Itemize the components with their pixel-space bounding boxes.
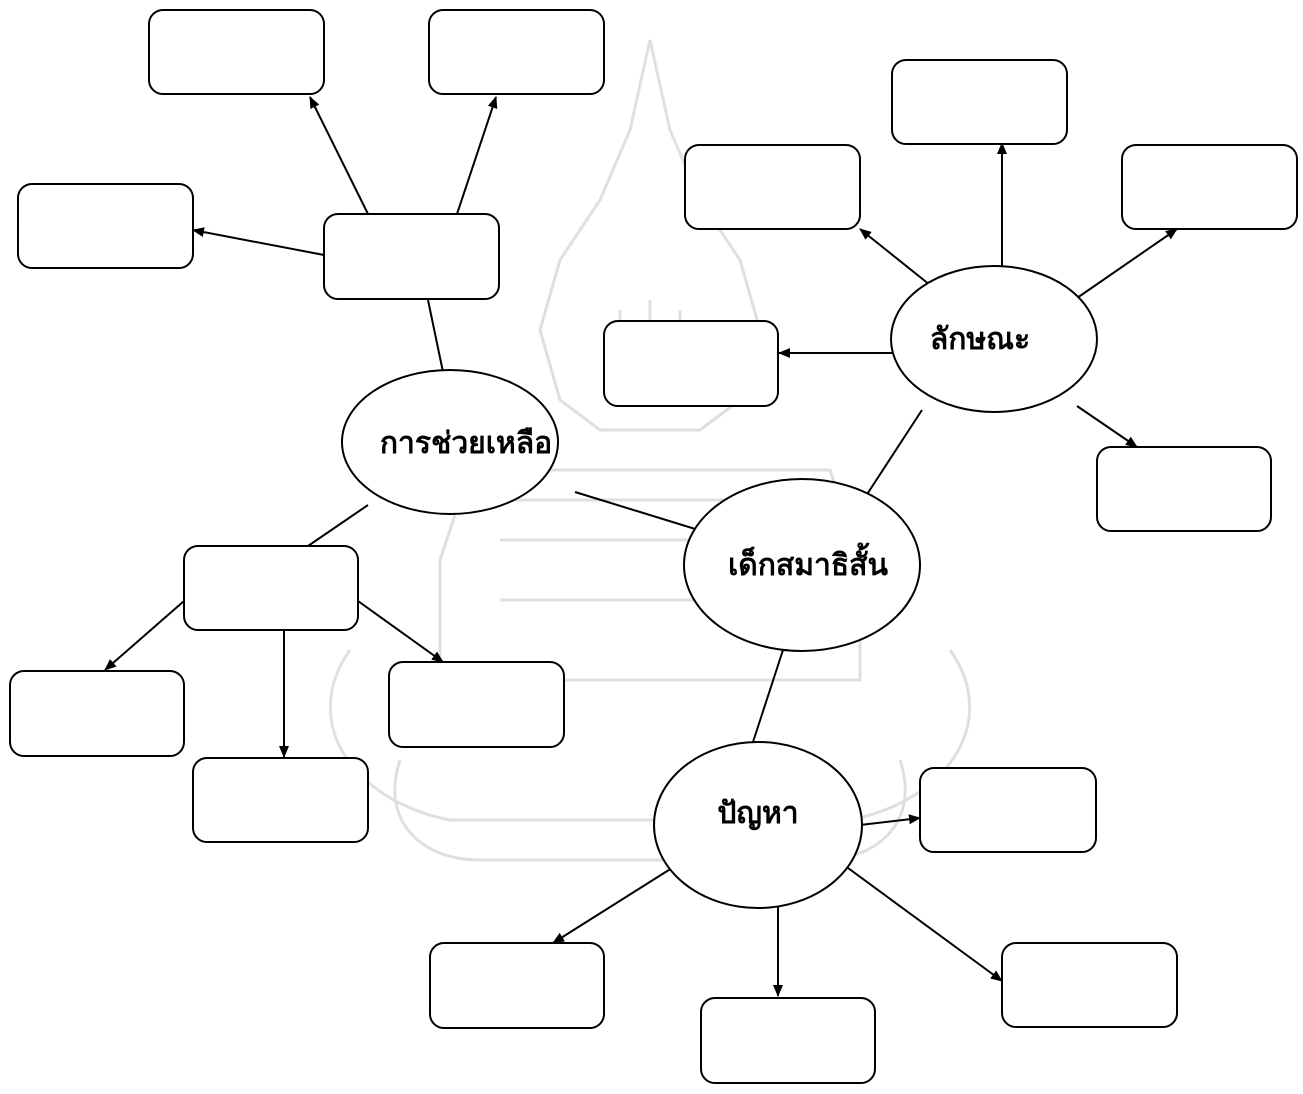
link-center-help bbox=[574, 491, 706, 533]
blank-box-help-left[interactable] bbox=[17, 183, 194, 269]
arrows bbox=[104, 96, 1178, 997]
blank-box-help-lower-hub[interactable] bbox=[183, 545, 359, 631]
blank-box-traits-upper-left[interactable] bbox=[684, 144, 861, 230]
node-problems-ellipse bbox=[653, 741, 863, 909]
arrow-traits-to-lower-right bbox=[1076, 405, 1138, 448]
node-problems-label: ปัญหา bbox=[717, 796, 798, 831]
blank-box-traits-upper-right[interactable] bbox=[1121, 144, 1298, 230]
arrow-lower-hub-to-right bbox=[357, 600, 444, 663]
arrow-upper-hub-to-top-left bbox=[309, 96, 369, 215]
blank-box-traits-lower-right[interactable] bbox=[1096, 446, 1272, 532]
link-help-lower-hub bbox=[307, 504, 369, 547]
arrow-upper-hub-to-top-right bbox=[456, 96, 498, 215]
arrow-problems-to-lower-left bbox=[552, 867, 673, 944]
node-traits-ellipse bbox=[890, 265, 1098, 413]
arrow-upper-hub-to-left bbox=[192, 227, 325, 256]
blank-box-help-top-right[interactable] bbox=[428, 9, 605, 95]
node-center-ellipse bbox=[683, 478, 921, 652]
link-center-problems bbox=[751, 649, 784, 746]
blank-box-traits-top[interactable] bbox=[891, 59, 1068, 145]
arrow-problems-to-right bbox=[859, 814, 921, 826]
blank-box-help-lower-right[interactable] bbox=[388, 661, 565, 748]
arrow-traits-to-upper-right bbox=[1076, 228, 1178, 299]
node-traits-label: ลักษณะ bbox=[930, 322, 1030, 357]
node-help: การช่วยเหลือ bbox=[341, 369, 559, 515]
blank-box-help-upper-hub[interactable] bbox=[323, 213, 500, 300]
blank-box-problems-lower-left[interactable] bbox=[429, 942, 605, 1029]
arrow-problems-to-lower-right bbox=[847, 867, 1003, 982]
connector-lines bbox=[307, 299, 923, 746]
arrow-traits-to-upper-left bbox=[859, 228, 931, 286]
node-center: เด็กสมาธิสั้น bbox=[683, 478, 921, 652]
node-center-label: เด็กสมาธิสั้น bbox=[728, 542, 888, 583]
node-traits: ลักษณะ bbox=[890, 265, 1098, 413]
arrow-lower-hub-to-left bbox=[104, 600, 185, 671]
node-help-ellipse bbox=[341, 369, 559, 515]
blank-boxes bbox=[9, 9, 1298, 1084]
link-help-upper-hub bbox=[427, 299, 444, 373]
blank-box-help-lower-bottom[interactable] bbox=[192, 757, 369, 843]
blank-box-help-top-left[interactable] bbox=[148, 9, 325, 95]
blank-box-traits-left[interactable] bbox=[603, 320, 779, 407]
link-center-traits bbox=[861, 409, 923, 503]
blank-box-problems-right[interactable] bbox=[919, 767, 1097, 853]
blank-box-problems-bottom[interactable] bbox=[700, 997, 876, 1084]
blank-box-help-lower-left[interactable] bbox=[9, 670, 185, 757]
blank-box-problems-lower-right[interactable] bbox=[1001, 942, 1178, 1028]
node-problems: ปัญหา bbox=[653, 741, 863, 909]
node-help-label: การช่วยเหลือ bbox=[380, 426, 552, 461]
